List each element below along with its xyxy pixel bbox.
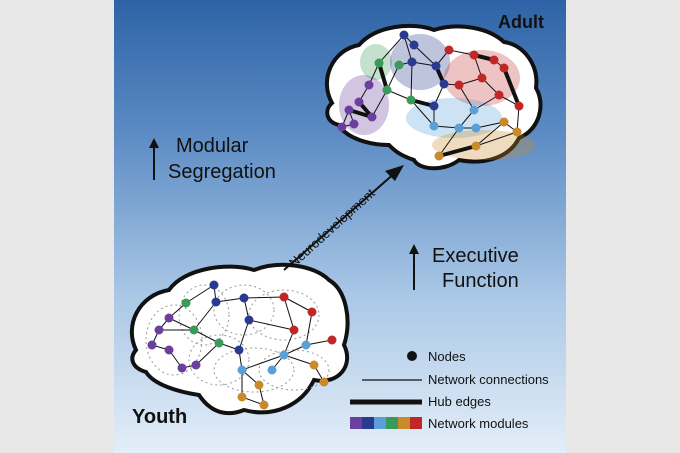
- modular-segregation-up-arrow: [149, 138, 159, 180]
- legend-module-swatch: [398, 417, 410, 429]
- legend-modules-label: Network modules: [428, 416, 529, 431]
- legend-node-symbol: [407, 351, 417, 361]
- legend-hub-edges-label: Hub edges: [428, 394, 491, 409]
- legend-module-swatch: [362, 417, 374, 429]
- youth-brain: [129, 262, 350, 416]
- module-blob-navy: [390, 34, 450, 90]
- executive-function-line2: Function: [442, 270, 519, 292]
- youth-brain-outline: [129, 262, 350, 416]
- neurodevelopment-arrow: [283, 165, 404, 271]
- modular-segregation-line1: Modular: [176, 135, 249, 157]
- figure-panel: Neurodevelopment Modular Segregation Exe…: [114, 0, 566, 453]
- youth-title: Youth: [132, 406, 187, 428]
- legend-connections-label: Network connections: [428, 372, 549, 387]
- youth-nodes: [147, 280, 337, 410]
- legend-module-swatches: [350, 417, 422, 429]
- adult-brain: [324, 23, 543, 171]
- legend: Nodes Network connections Hub edges Netw…: [350, 349, 549, 431]
- neurodevelopment-label: Neurodevelopment: [286, 185, 378, 270]
- legend-module-swatch: [350, 417, 362, 429]
- legend-nodes-label: Nodes: [428, 349, 466, 364]
- brain-network-diagram: Neurodevelopment Modular Segregation Exe…: [129, 12, 549, 431]
- legend-module-swatch: [374, 417, 386, 429]
- adult-nodes: [337, 30, 524, 161]
- legend-module-swatch: [386, 417, 398, 429]
- modular-segregation-line2: Segregation: [168, 161, 276, 183]
- executive-function-line1: Executive: [432, 245, 519, 267]
- adult-title: Adult: [498, 12, 544, 32]
- executive-function-up-arrow: [409, 244, 419, 290]
- legend-module-swatch: [410, 417, 422, 429]
